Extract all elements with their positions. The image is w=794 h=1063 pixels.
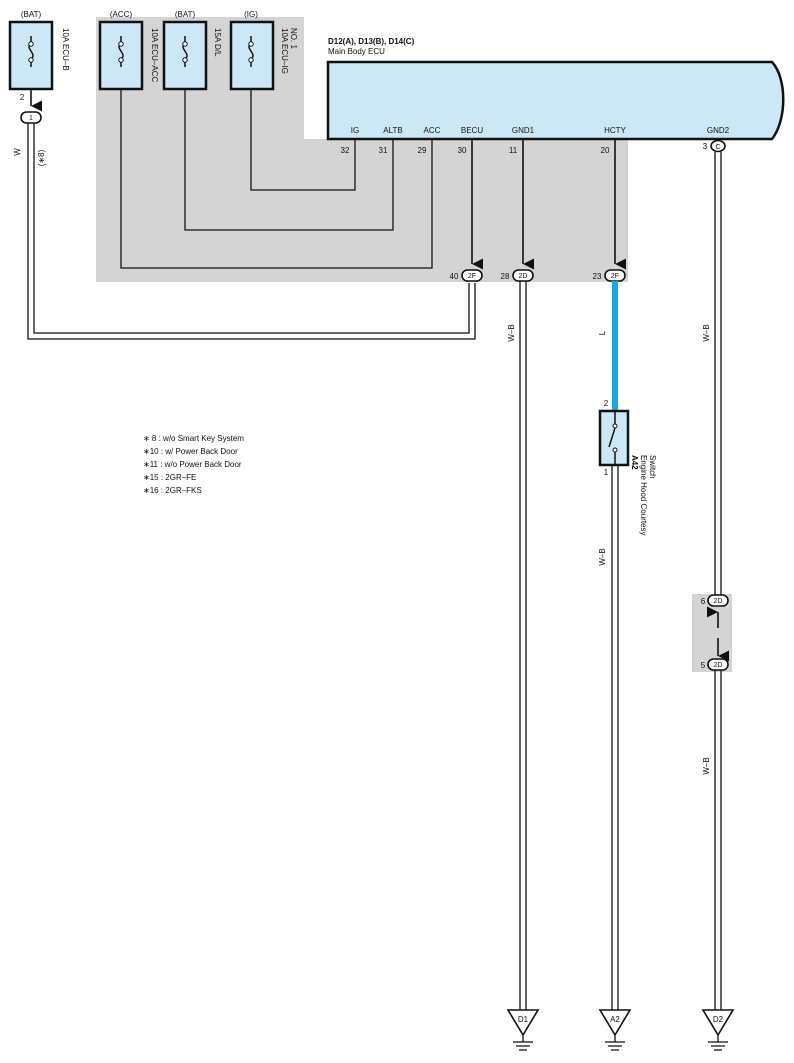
footnotes: ∗ 8 : w/o Smart Key System ∗10 : w/ Powe… bbox=[143, 434, 244, 495]
switch-code: A42 bbox=[630, 455, 639, 470]
fuse-rating-label: 10A ECU–ACC bbox=[150, 28, 159, 82]
fuse-source-label: (ACC) bbox=[110, 10, 133, 19]
ecu-b-output: 2 1 W (∗8) bbox=[13, 89, 476, 340]
pin-number-altb: 31 bbox=[379, 146, 388, 155]
fuse-ecu-ig: (IG) 10A ECU–IG NO. 1 bbox=[229, 10, 298, 91]
fuse-rating-label: 10A ECU–B bbox=[61, 28, 70, 71]
fuse-source-label: (IG) bbox=[244, 10, 258, 19]
engine-hood-courtesy-switch: 2 1 A42 Engine Hood Courtesy Switch bbox=[598, 399, 657, 536]
wire-color-wb: W–B bbox=[702, 757, 711, 774]
connector-code: 2D bbox=[714, 662, 723, 669]
connector-pin-number: 23 bbox=[593, 272, 602, 281]
ground-d2: D2 bbox=[701, 1009, 735, 1051]
ground-code: D1 bbox=[518, 1015, 529, 1024]
connector-code: 2D bbox=[714, 598, 723, 605]
pin-number-ig: 32 bbox=[341, 146, 350, 155]
pin-number-gnd1: 11 bbox=[509, 146, 518, 155]
internal-wiring bbox=[120, 89, 627, 270]
fuse-rating-label: 10A ECU–IG bbox=[280, 28, 289, 74]
wire-note-8: (∗8) bbox=[37, 149, 46, 166]
fuse-ecu-acc: (ACC) 10A ECU–ACC bbox=[98, 10, 159, 91]
switch-name: Engine Hood Courtesy bbox=[639, 455, 648, 536]
wire-color-wb: W–B bbox=[702, 324, 711, 341]
fuse-ecu-b: (BAT) 10A ECU–B bbox=[8, 10, 70, 91]
wire-gnd2-wb: W–B 6 2D 5 2D W–B bbox=[701, 152, 730, 1010]
connector-hcty: 23 2F bbox=[593, 269, 626, 282]
wire-color-wb: W–B bbox=[598, 548, 607, 565]
fuse-rating-label-line2: NO. 1 bbox=[289, 28, 298, 49]
connector-code: 2F bbox=[468, 273, 476, 280]
gnd2-connector-code: C bbox=[715, 144, 720, 151]
pin-number-acc: 29 bbox=[418, 146, 427, 155]
pin-name-gnd2: GND2 bbox=[707, 126, 730, 135]
footnote: ∗15 : 2GR–FE bbox=[143, 473, 196, 482]
pin-number-gnd2: 3 bbox=[703, 142, 708, 151]
switch-pin-bottom: 1 bbox=[604, 468, 609, 477]
ground-code: D2 bbox=[713, 1015, 724, 1024]
pin-name-becu: BECU bbox=[461, 126, 483, 135]
ground-d1: D1 bbox=[506, 1009, 540, 1051]
footnote: ∗11 : w/o Power Back Door bbox=[143, 460, 242, 469]
connector-pin-number: 2 bbox=[20, 93, 25, 102]
connector-code: 2D bbox=[519, 273, 528, 280]
pin-name-acc: ACC bbox=[424, 126, 441, 135]
ground-a2: A2 bbox=[598, 1009, 632, 1051]
pin-name-ig: IG bbox=[351, 126, 359, 135]
footnote: ∗ 8 : w/o Smart Key System bbox=[143, 434, 244, 443]
footnote: ∗16 : 2GR–FKS bbox=[143, 486, 202, 495]
connector-code: 1 bbox=[29, 115, 33, 122]
fuse-rating-label: 15A D/L bbox=[213, 28, 222, 57]
ecu-name: Main Body ECU bbox=[328, 47, 385, 56]
footnote: ∗10 : w/ Power Back Door bbox=[143, 447, 238, 456]
wire-gnd1-wb: W–B bbox=[507, 281, 527, 1010]
pin-name-gnd1: GND1 bbox=[512, 126, 535, 135]
switch-name-line2: Switch bbox=[648, 455, 657, 479]
connector-pin-number: 40 bbox=[450, 272, 459, 281]
main-body-ecu: D12(A), D13(B), D14(C) Main Body ECU IG … bbox=[326, 37, 785, 155]
fuse-source-label: (BAT) bbox=[21, 10, 42, 19]
wire-color-l: L bbox=[598, 330, 607, 335]
wire-color-wb: W–B bbox=[507, 324, 516, 341]
wire-altb bbox=[184, 89, 394, 231]
connector-gnd1: 28 2D bbox=[501, 269, 534, 282]
connector-pin-number: 5 bbox=[701, 661, 706, 670]
connector-pin-number: 6 bbox=[701, 597, 706, 606]
wire-hcty-l: L bbox=[598, 281, 618, 411]
wire-ig bbox=[250, 89, 356, 191]
shaded-area bbox=[96, 17, 628, 282]
ecu-connector-codes: D12(A), D13(B), D14(C) bbox=[328, 37, 415, 46]
fuse-dl: (BAT) 15A D/L bbox=[162, 10, 222, 91]
connector-becu: 40 2F bbox=[450, 269, 483, 282]
connector-code: 2F bbox=[611, 273, 619, 280]
connector-pin-number: 28 bbox=[501, 272, 510, 281]
pin-number-becu: 30 bbox=[458, 146, 467, 155]
ground-code: A2 bbox=[610, 1015, 620, 1024]
pin-name-altb: ALTB bbox=[383, 126, 402, 135]
switch-pin-top: 2 bbox=[604, 399, 609, 408]
wire-acc bbox=[120, 89, 433, 269]
fuse-source-label: (BAT) bbox=[175, 10, 196, 19]
wire-color-w: W bbox=[13, 148, 22, 156]
pin-number-hcty: 20 bbox=[601, 146, 610, 155]
pin-name-hcty: HCTY bbox=[604, 126, 626, 135]
wire-switch-wb: W–B bbox=[598, 465, 619, 1010]
